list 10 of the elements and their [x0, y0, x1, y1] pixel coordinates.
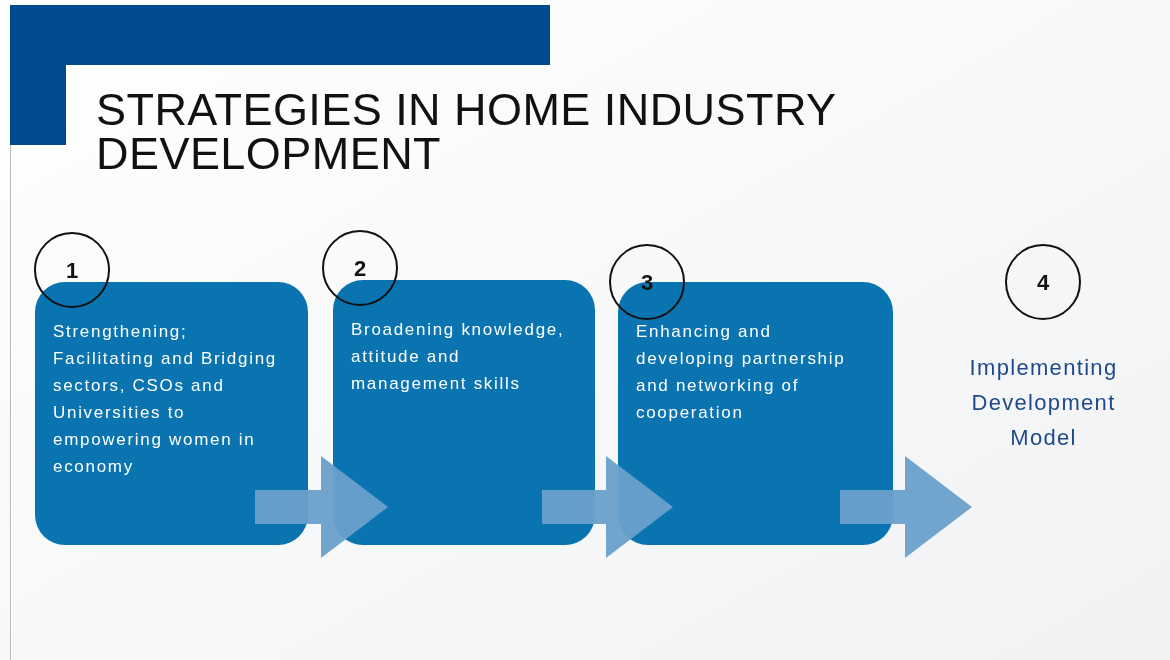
step-text: Strengthening; Facilitating and Bridging sectors, CSOs and Universities to empowering women in economy	[53, 321, 278, 478]
title: STRATEGIES IN HOME INDUSTRY DEVELOPMENT	[96, 88, 837, 176]
step-text: Implementing Development Model	[917, 350, 1170, 455]
block-arrow	[840, 456, 972, 558]
process-box	[35, 282, 308, 545]
step-text: Broadening knowledge, attitude and management skills	[351, 319, 566, 395]
block-arrow	[255, 456, 388, 558]
process-box	[333, 280, 595, 545]
block-arrow	[542, 456, 673, 558]
step-text: Enhancing and developing partnership and networking of cooperation	[636, 321, 847, 424]
